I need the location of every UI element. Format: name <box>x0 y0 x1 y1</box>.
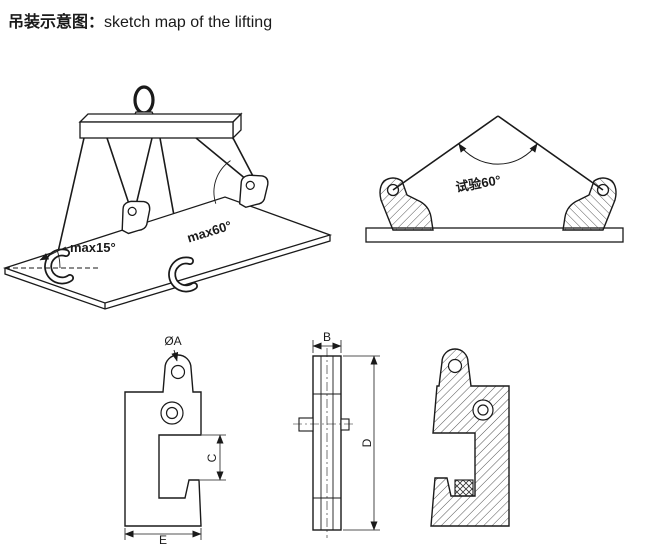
steel-plate <box>2 196 333 310</box>
dim-d <box>343 355 380 531</box>
page-title-chinese: 吊装示意图： <box>8 14 105 31</box>
test-angle-arc <box>458 143 538 165</box>
dim-dia-a-label: ØA <box>164 334 181 348</box>
front-view: B D <box>293 330 380 538</box>
angle-15-annotation <box>5 246 98 269</box>
side-view: ØA C E <box>124 334 226 546</box>
page-title-english: sketch map of the lifting <box>104 14 273 31</box>
dim-c-label: C <box>205 453 219 462</box>
test-angle-label: 试验60° <box>454 172 502 195</box>
page-title: 吊装示意图：sketch map of the lifting <box>8 8 272 32</box>
test-plate <box>365 227 624 243</box>
plate-hooks <box>44 248 198 293</box>
angle-60-annotation <box>213 160 231 204</box>
orthographic-views-figure: ØA C E <box>124 330 510 546</box>
test-sketch-figure: 试验60° <box>365 115 624 243</box>
dim-b <box>312 340 342 353</box>
bolt-head <box>298 417 314 432</box>
lifting-sketch-figure: max15° max60° <box>2 85 333 310</box>
dim-b-label: B <box>323 330 331 344</box>
dim-e-label: E <box>159 533 167 546</box>
dim-d-label: D <box>360 438 374 447</box>
bolt-nut <box>340 418 350 431</box>
dim-e <box>124 528 202 540</box>
section-view <box>430 348 510 527</box>
grip-pad <box>454 479 474 497</box>
test-sling-lines <box>392 115 604 191</box>
dia-a-leader <box>171 349 179 362</box>
dim-c <box>200 434 226 481</box>
angle-max15-label: max15° <box>70 240 116 255</box>
spreader-beam <box>78 112 243 140</box>
